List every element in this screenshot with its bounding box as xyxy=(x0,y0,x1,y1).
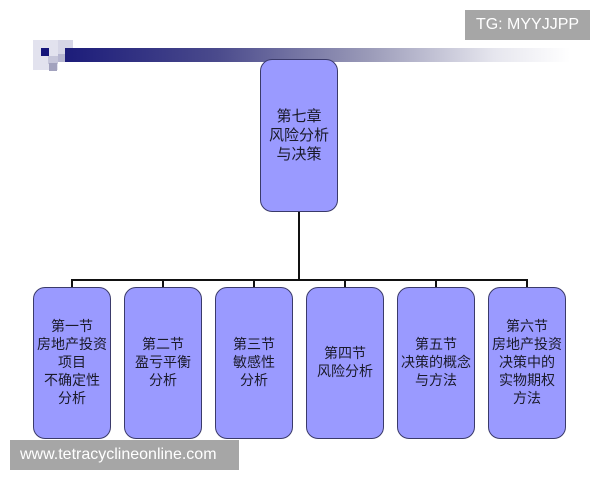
child-node-section-2: 第二节 盈亏平衡 分析 xyxy=(124,287,202,439)
title-gradient-bar xyxy=(65,48,570,62)
watermark-top-badge: TG: MYYJJPP xyxy=(465,10,590,40)
deco-square xyxy=(58,54,66,62)
connector-child-1 xyxy=(71,279,73,288)
child-node-section-3: 第三节 敏感性 分析 xyxy=(215,287,293,439)
deco-square xyxy=(41,48,49,56)
deco-square xyxy=(49,63,57,71)
connector-root-down xyxy=(298,211,300,281)
connector-horizontal xyxy=(71,279,528,281)
child-node-label: 第四节 风险分析 xyxy=(317,346,373,380)
child-node-section-4: 第四节 风险分析 xyxy=(306,287,384,439)
child-node-section-1: 第一节 房地产投资 项目 不确定性 分析 xyxy=(33,287,111,439)
child-node-label: 第五节 决策的概念 与方法 xyxy=(401,337,471,389)
child-node-label: 第一节 房地产投资 项目 不确定性 分析 xyxy=(37,319,107,407)
child-node-label: 第三节 敏感性 分析 xyxy=(233,337,275,389)
root-node-chapter-7: 第七章 风险分析 与决策 xyxy=(260,59,338,212)
connector-child-6 xyxy=(526,279,528,288)
child-node-label: 第二节 盈亏平衡 分析 xyxy=(135,337,191,389)
watermark-top-text: TG: MYYJJPP xyxy=(475,16,580,33)
watermark-bottom-text: www.tetracyclineonline.com xyxy=(20,446,217,463)
connector-child-2 xyxy=(162,279,164,288)
child-node-section-6: 第六节 房地产投资 决策中的 实物期权 方法 xyxy=(488,287,566,439)
root-node-label: 第七章 风险分析 与决策 xyxy=(268,107,329,163)
connector-child-4 xyxy=(344,279,346,288)
connector-child-3 xyxy=(253,279,255,288)
watermark-bottom-badge: www.tetracyclineonline.com xyxy=(10,440,239,470)
connector-child-5 xyxy=(435,279,437,288)
child-node-section-5: 第五节 决策的概念 与方法 xyxy=(397,287,475,439)
child-node-label: 第六节 房地产投资 决策中的 实物期权 方法 xyxy=(492,319,562,407)
deco-square xyxy=(48,56,58,64)
